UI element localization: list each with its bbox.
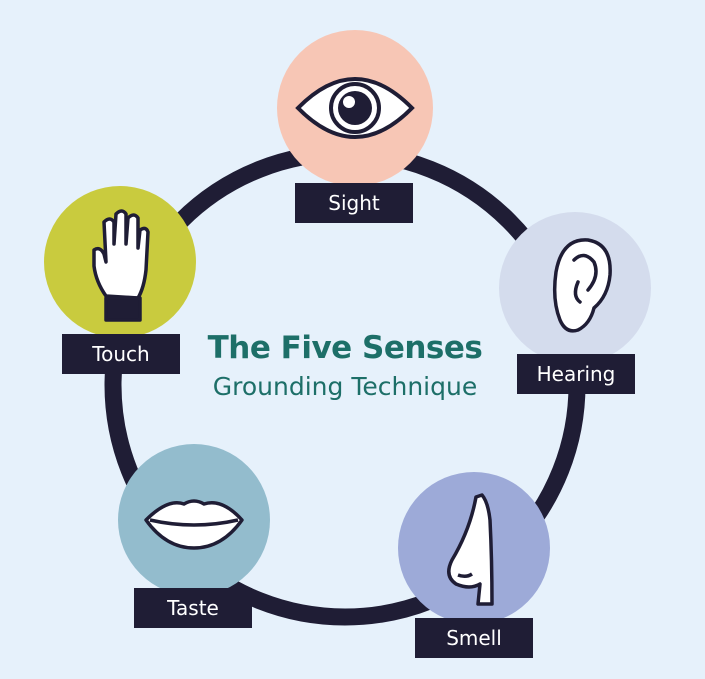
- smell-circle: [398, 472, 550, 624]
- hand-icon: [92, 209, 150, 322]
- sight-circle: [277, 30, 433, 186]
- hearing-label: Hearing: [517, 354, 635, 394]
- touch-circle: [44, 186, 196, 338]
- eye-icon: [295, 77, 415, 139]
- lips-icon: [144, 499, 244, 550]
- nose-icon: [447, 493, 494, 606]
- sight-label: Sight: [295, 183, 413, 223]
- diagram-subtitle: Grounding Technique: [212, 372, 478, 401]
- ear-icon: [552, 238, 612, 333]
- touch-label: Touch: [62, 334, 180, 374]
- diagram-title: The Five Senses: [207, 330, 483, 366]
- hearing-circle: [499, 212, 651, 364]
- taste-label: Taste: [134, 588, 252, 628]
- taste-circle: [118, 444, 270, 596]
- smell-label: Smell: [415, 618, 533, 658]
